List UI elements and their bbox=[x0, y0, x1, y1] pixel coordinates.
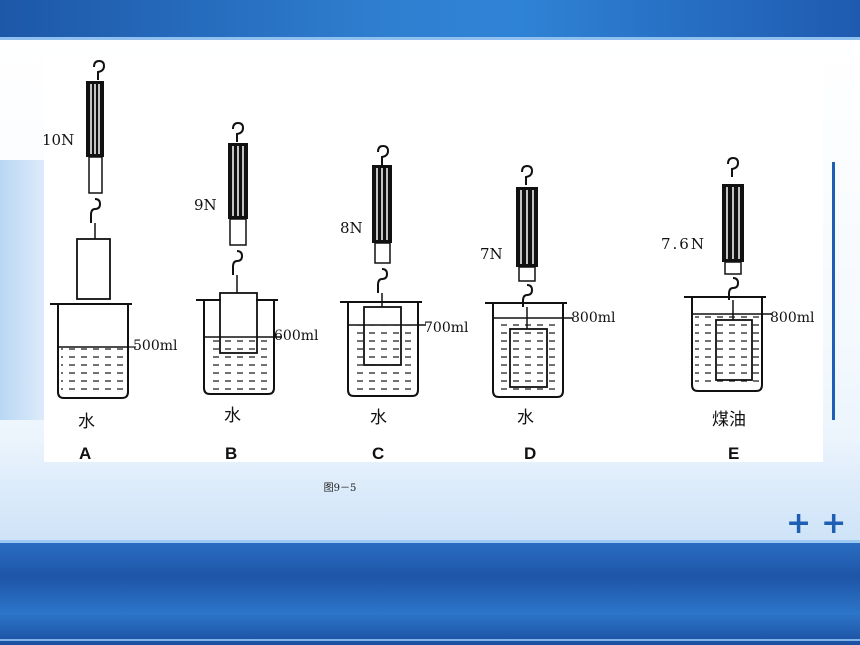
right-vertical-line bbox=[832, 162, 835, 420]
bottom-hook-icon bbox=[522, 284, 534, 307]
panel-letter: C bbox=[372, 444, 384, 462]
figure-caption: 图9－5 bbox=[323, 483, 357, 494]
volume-label: 700ml bbox=[424, 320, 469, 336]
metal-block bbox=[76, 238, 111, 300]
beaker bbox=[50, 303, 132, 399]
panel-b: 9N 600ml 水 B bbox=[194, 121, 319, 462]
force-label: 7N bbox=[480, 245, 503, 263]
bottom-hook-icon bbox=[90, 198, 102, 223]
liquid bbox=[695, 314, 759, 388]
top-hook-icon bbox=[232, 121, 245, 142]
scale-stem bbox=[374, 242, 391, 264]
liquid-label: 水 bbox=[78, 412, 95, 432]
left-decor-strip bbox=[0, 160, 44, 420]
panel-letter: E bbox=[728, 444, 739, 462]
scale-stem bbox=[724, 261, 742, 275]
liquid bbox=[351, 325, 415, 393]
liquid-label: 煤油 bbox=[712, 410, 746, 430]
liquid bbox=[207, 337, 271, 391]
plus-decoration: ++ bbox=[786, 506, 857, 541]
top-hook-icon bbox=[93, 59, 106, 80]
top-header-band bbox=[0, 0, 860, 40]
volume-label: 600ml bbox=[274, 328, 319, 344]
volume-label: 800ml bbox=[571, 310, 616, 326]
panel-e: 7.6N 800ml 煤油 E bbox=[661, 156, 815, 462]
liquid bbox=[61, 347, 125, 395]
bottom-hook-icon bbox=[728, 277, 740, 300]
buoyancy-experiment-figure: 10N 500ml 水 A 9N 600ml 水 B bbox=[44, 57, 823, 462]
scale-stem bbox=[229, 218, 247, 246]
metal-block bbox=[219, 292, 258, 354]
bottom-hook-icon bbox=[232, 250, 244, 275]
force-label: 7.6N bbox=[661, 235, 706, 253]
metal-block bbox=[509, 328, 548, 388]
panel-letter: B bbox=[225, 444, 237, 462]
bottom-footer-band bbox=[0, 540, 860, 645]
beaker bbox=[684, 296, 766, 392]
liquid bbox=[496, 318, 560, 394]
volume-label: 800ml bbox=[770, 310, 815, 326]
panel-letter: A bbox=[79, 444, 91, 462]
beaker bbox=[340, 301, 422, 397]
liquid-label: 水 bbox=[224, 406, 241, 426]
liquid-label: 水 bbox=[370, 408, 387, 428]
force-label: 8N bbox=[340, 219, 363, 237]
bottom-hook-icon bbox=[377, 268, 389, 293]
force-label: 10N bbox=[44, 131, 74, 149]
panel-a: 10N 500ml 水 A bbox=[44, 59, 178, 462]
volume-label: 500ml bbox=[133, 338, 178, 354]
scale-stem bbox=[88, 156, 103, 194]
liquid-label: 水 bbox=[517, 408, 534, 428]
metal-block bbox=[715, 319, 753, 381]
top-hook-icon bbox=[521, 164, 534, 185]
top-hook-icon bbox=[377, 144, 390, 165]
panel-d: 7N 800ml 水 D bbox=[480, 164, 616, 462]
panel-letter: D bbox=[524, 444, 536, 462]
top-hook-icon bbox=[727, 156, 740, 177]
metal-block bbox=[363, 306, 402, 366]
scale-stem bbox=[518, 266, 536, 282]
force-label: 9N bbox=[194, 196, 217, 214]
panel-c: 8N 700ml 水 C bbox=[340, 144, 469, 462]
beaker bbox=[485, 302, 567, 398]
